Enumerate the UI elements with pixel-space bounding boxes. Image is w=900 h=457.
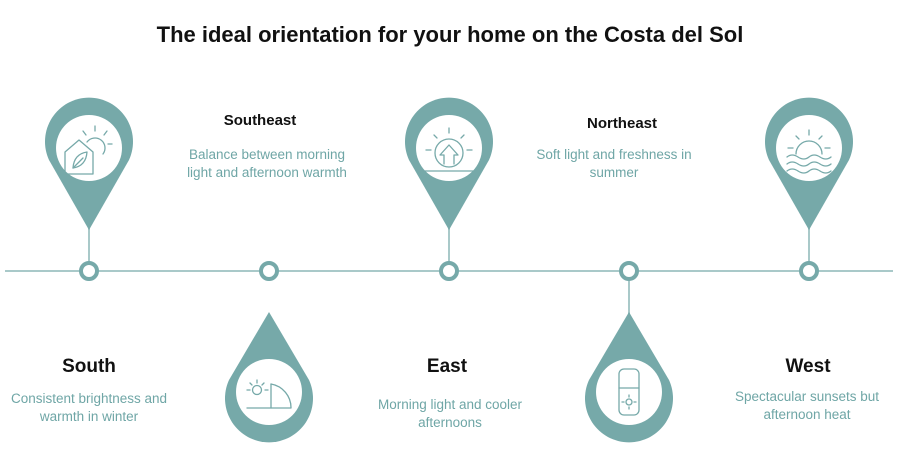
- rising-sun-half-icon: [246, 379, 292, 409]
- heading-east: East: [426, 356, 468, 377]
- sunrise-arrow-icon: [424, 127, 474, 172]
- description-northeast: Soft light and freshness in summer: [536, 147, 692, 180]
- node-west: [799, 261, 819, 281]
- heading-west: West: [785, 356, 831, 377]
- description-east: Morning light and cooler afternoons: [377, 397, 523, 430]
- pin-northeast: [585, 312, 673, 443]
- page-title: The ideal orientation for your home on t…: [156, 22, 744, 47]
- pin-southeast: [225, 312, 313, 443]
- window-sun-icon: [618, 368, 640, 416]
- node-southeast: [259, 261, 279, 281]
- description-west: Spectacular sunsets but afternoon heat: [734, 389, 880, 422]
- pin-south: [45, 97, 133, 230]
- heading-southeast: Southeast: [223, 112, 297, 129]
- description-southeast: Balance between morning light and aftern…: [187, 147, 347, 180]
- description-south: Consistent brightness and warmth in wint…: [10, 391, 168, 424]
- sunset-waves-icon: [786, 129, 832, 174]
- node-east: [439, 261, 459, 281]
- heading-northeast: Northeast: [586, 115, 657, 132]
- house-sun-icon: [64, 125, 113, 175]
- heading-south: South: [62, 356, 116, 377]
- pin-east: [405, 97, 493, 230]
- node-south: [79, 261, 99, 281]
- node-northeast: [619, 261, 639, 281]
